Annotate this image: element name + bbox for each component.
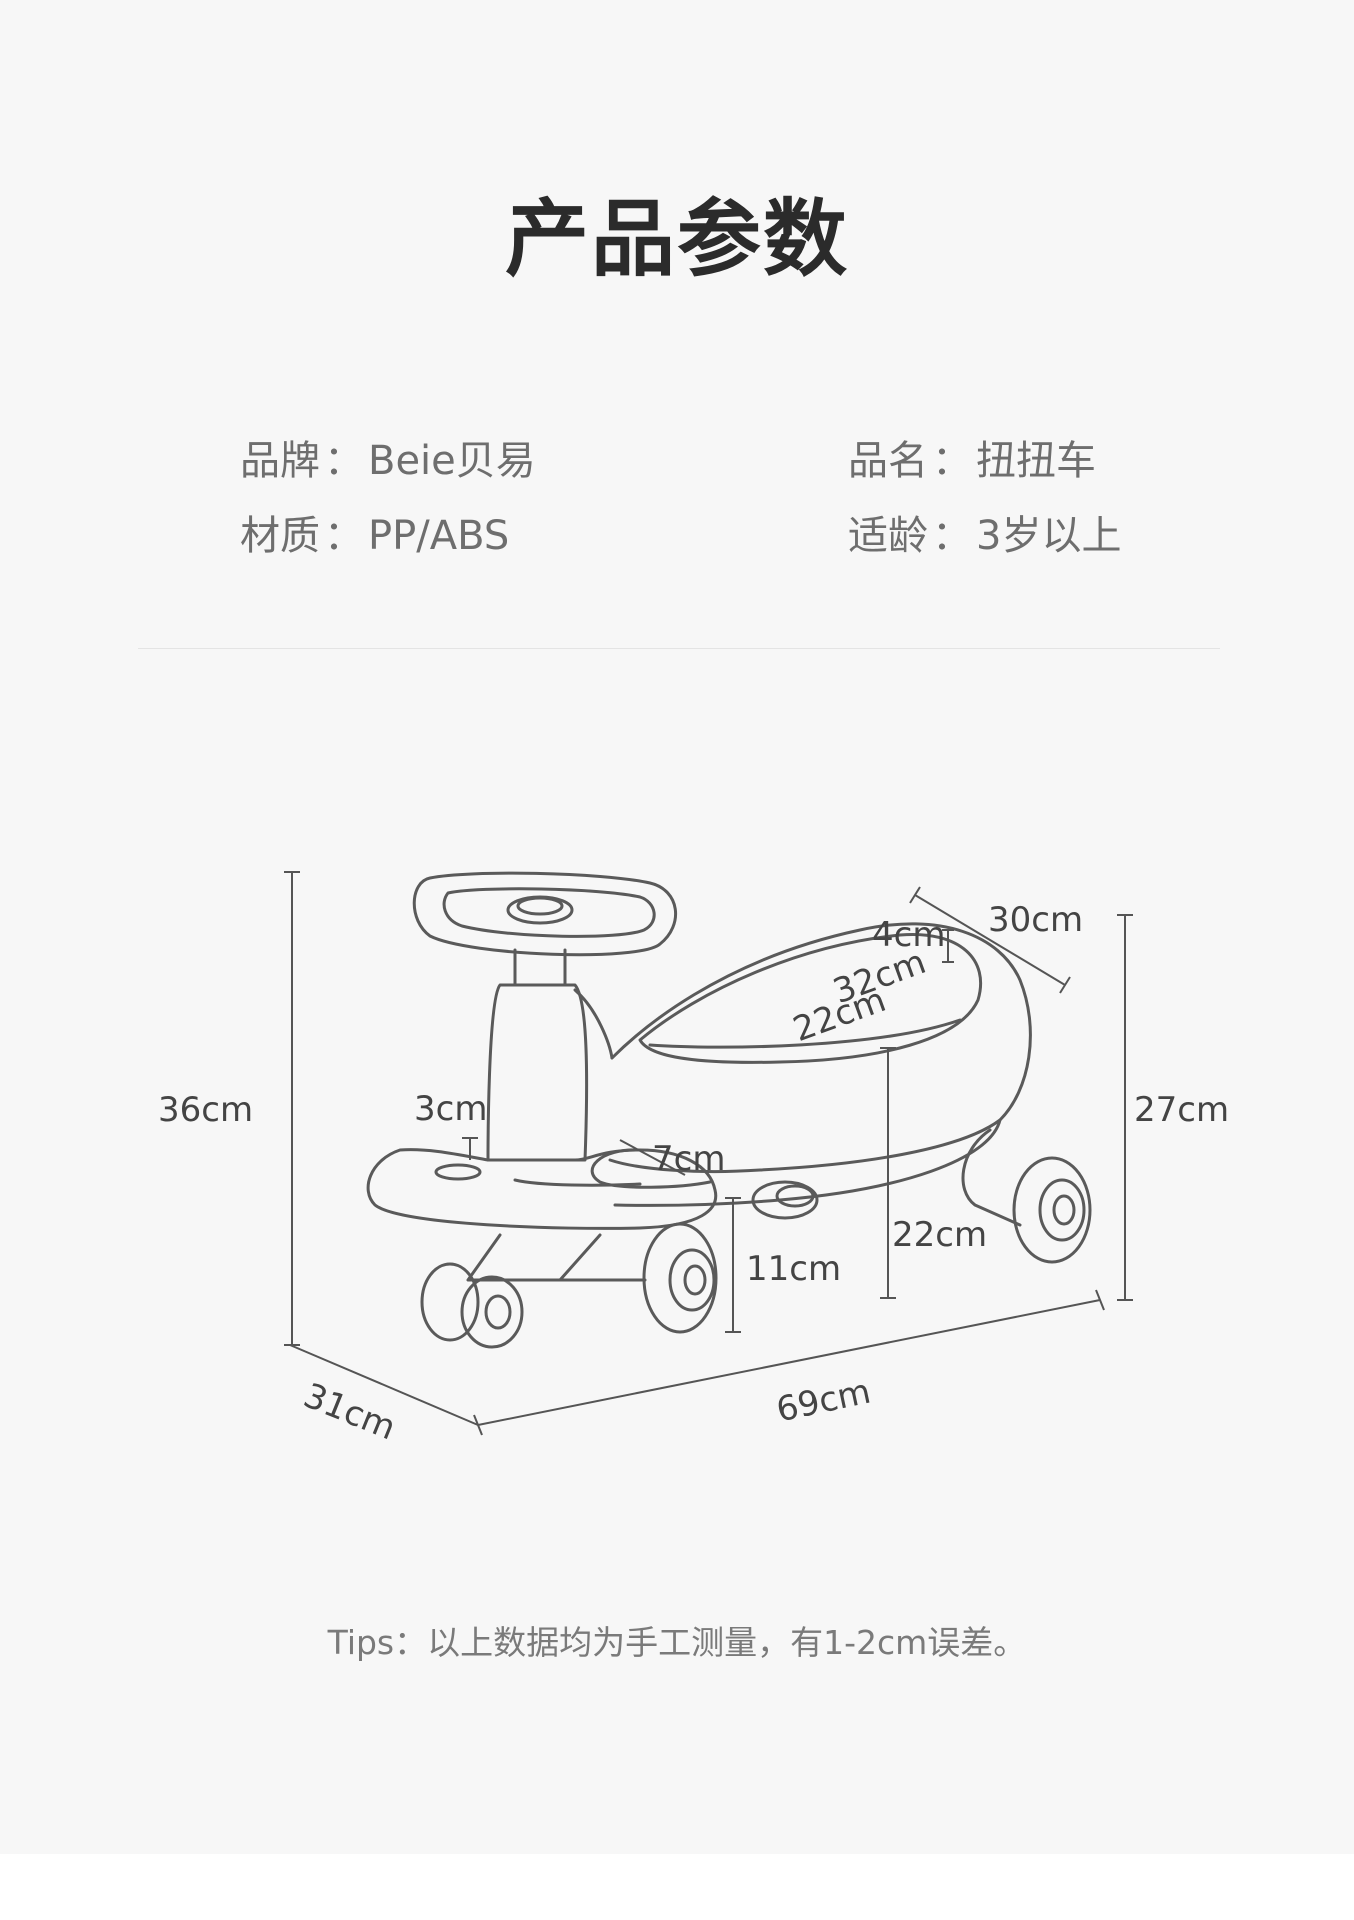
- page-title: 产品参数: [504, 190, 849, 288]
- rear-wheels-icon: [751, 1128, 1092, 1264]
- foot-rest-icon: [366, 1148, 718, 1230]
- steering-wheel-icon: [412, 871, 677, 957]
- section-divider: [138, 648, 1220, 649]
- dim-height-rear: 27cm: [1134, 1090, 1230, 1130]
- car-body-icon: [608, 922, 1032, 1207]
- swing-car-diagram: [284, 871, 1133, 1436]
- dim-ground-clearance: 11cm: [746, 1249, 842, 1289]
- footer-band: [0, 1854, 1354, 1920]
- spec-brand: 品牌：Beie贝易: [240, 438, 536, 484]
- dim-seat-height: 22cm: [892, 1215, 988, 1255]
- spec-age: 适龄：3岁以上: [848, 513, 1122, 559]
- front-wheels-icon: [420, 1222, 718, 1349]
- spec-name: 品名：扭扭车: [848, 438, 1096, 484]
- dimension-lines: [284, 871, 1133, 1436]
- product-params-page: [0, 0, 1354, 1854]
- spec-material: 材质：PP/ABS: [240, 513, 510, 559]
- steering-column-icon: [486, 948, 614, 1162]
- dim-seat-width: 30cm: [988, 900, 1084, 940]
- dim-height-total: 36cm: [158, 1090, 254, 1130]
- measurement-tips: Tips：以上数据均为手工测量，有1-2cm误差。: [327, 1623, 1027, 1662]
- dim-foot-rest-width: 7cm: [652, 1139, 726, 1179]
- dim-foot-rest-depth: 3cm: [414, 1089, 488, 1129]
- dim-seat-depth: 4cm: [872, 915, 946, 955]
